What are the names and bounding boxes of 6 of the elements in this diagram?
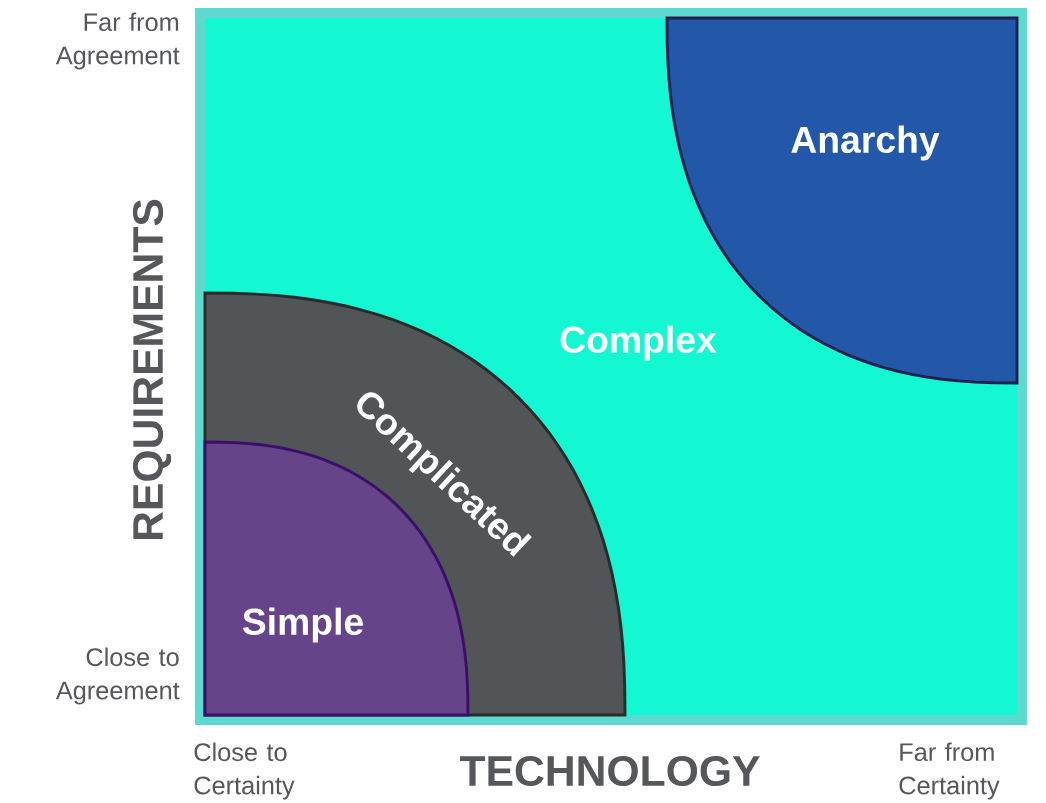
axis-end-label: Close to Certainty	[194, 742, 295, 800]
axis-end-label: Far from Agreement	[55, 12, 180, 70]
axis-end-label: Far from Certainty	[899, 742, 1000, 800]
axis-title: TECHNOLOGY	[459, 755, 760, 787]
axis-end-label: Close to Agreement	[55, 647, 180, 705]
axis-title: REQUIREMENTS	[132, 199, 172, 539]
